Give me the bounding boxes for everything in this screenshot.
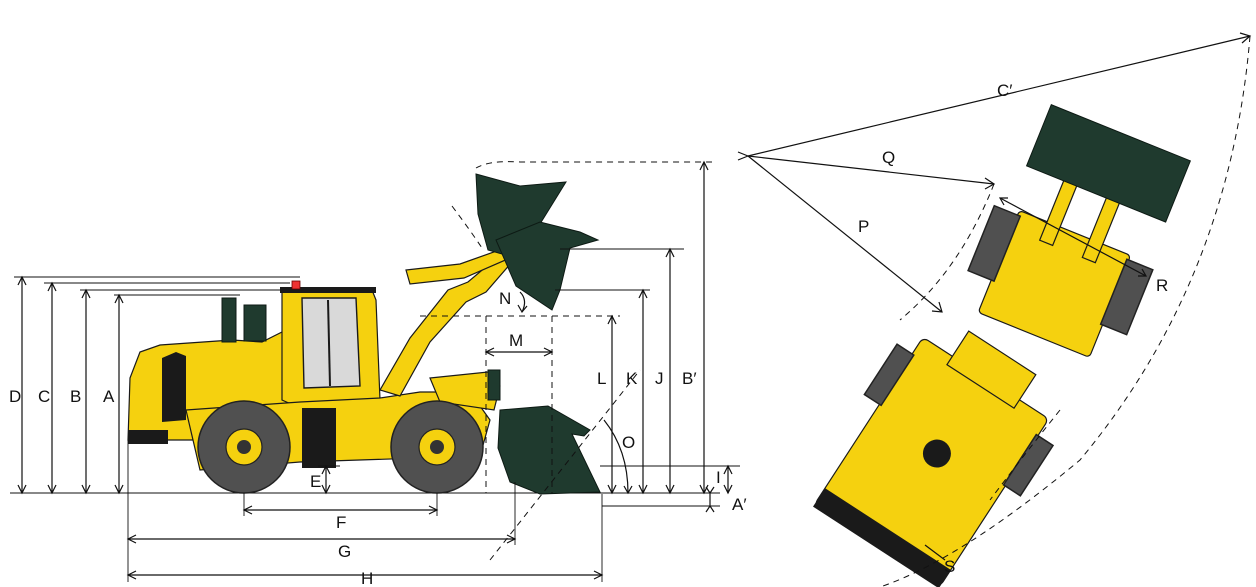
label-R: R xyxy=(1156,276,1168,295)
side-view-dimensions xyxy=(14,160,740,582)
cab-pillar xyxy=(327,299,331,387)
label-J: J xyxy=(655,369,664,388)
label-G: G xyxy=(338,542,351,561)
bucket-raised-dump xyxy=(495,221,600,311)
top-cab-roof-vent xyxy=(922,439,951,468)
bucket-cylinder xyxy=(487,369,501,401)
label-K: K xyxy=(626,369,638,388)
label-N: N xyxy=(499,289,511,308)
top-rear-tire-right xyxy=(1002,433,1055,497)
label-B-prime: B′ xyxy=(682,369,697,388)
top-view-dimensions xyxy=(737,32,1252,587)
top-counterweight xyxy=(813,488,951,587)
label-B: B xyxy=(70,387,81,406)
top-rear-tire-left xyxy=(863,343,915,407)
label-A: A xyxy=(103,387,115,406)
label-A-prime: A′ xyxy=(732,495,747,514)
label-E: E xyxy=(310,472,321,491)
label-C: C xyxy=(38,387,50,406)
top-bucket xyxy=(1025,104,1192,223)
label-D: D xyxy=(9,387,21,406)
top-front-tire-right xyxy=(1099,258,1154,336)
top-view-loader xyxy=(813,104,1192,587)
rear-bumper xyxy=(128,430,168,444)
exhaust-stack xyxy=(221,297,237,343)
dimension-labels: D C B A E F G H M N L K J B′ O I A′ C′ Q… xyxy=(9,81,1168,587)
label-F: F xyxy=(336,513,346,532)
step-ladder xyxy=(302,408,336,468)
label-P: P xyxy=(858,217,869,236)
label-M: M xyxy=(509,331,523,350)
cab-roof xyxy=(280,287,376,293)
label-C-prime: C′ xyxy=(997,81,1012,100)
label-L: L xyxy=(597,369,606,388)
label-O: O xyxy=(622,433,635,452)
label-H: H xyxy=(361,569,373,587)
rear-axle xyxy=(237,440,251,454)
rear-grille xyxy=(162,352,186,422)
air-intake xyxy=(243,304,267,342)
front-axle xyxy=(430,440,444,454)
top-cab xyxy=(946,330,1037,410)
bucket-lowered xyxy=(497,405,601,495)
label-I: I xyxy=(716,468,721,487)
cab-window xyxy=(301,297,361,389)
beacon-light xyxy=(291,280,301,290)
top-front-tire-left xyxy=(967,204,1022,283)
turning-center-mark xyxy=(737,151,749,161)
label-Q: Q xyxy=(882,148,895,167)
side-view-loader xyxy=(10,173,720,495)
label-S: S xyxy=(944,557,955,576)
